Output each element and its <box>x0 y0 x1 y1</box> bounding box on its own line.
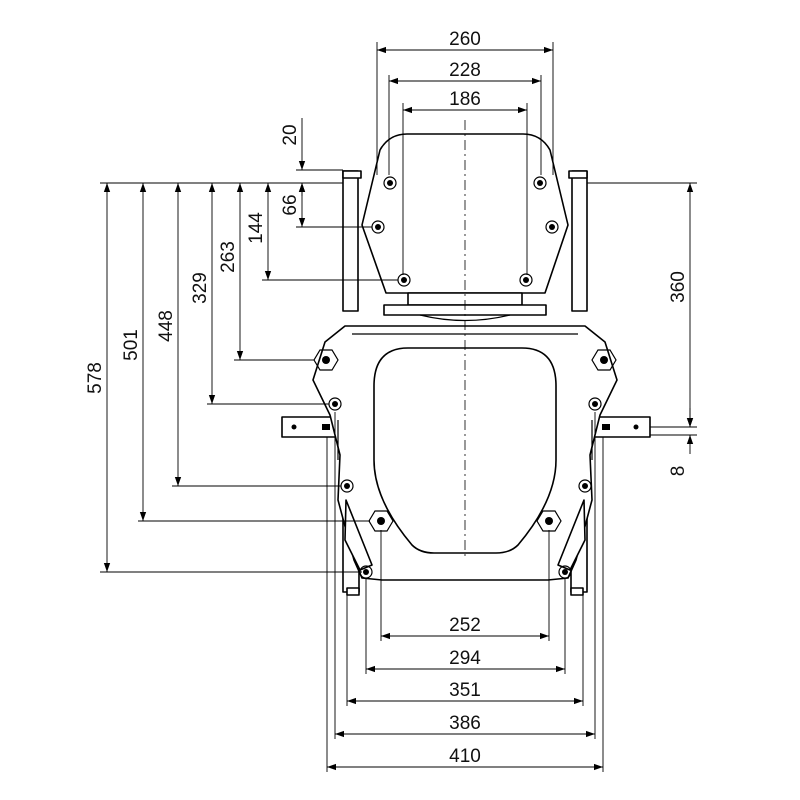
dim-left-448: 448 <box>156 183 341 487</box>
top-plate-holes <box>371 176 559 287</box>
dim-left-20: 20 <box>280 118 343 196</box>
right-tab-slot <box>602 424 610 430</box>
dim-label-263: 263 <box>218 241 239 273</box>
dim-left-501: 501 <box>121 183 370 522</box>
dim-label-410: 410 <box>449 746 481 767</box>
dim-left-329: 329 <box>190 183 329 405</box>
right-upper-guide <box>571 170 588 312</box>
dim-right-360: 360 <box>587 182 697 436</box>
dim-label-351: 351 <box>449 680 481 701</box>
dim-label-448: 448 <box>156 310 177 342</box>
dim-label-252: 252 <box>449 615 481 636</box>
right-tab-hole <box>633 424 639 430</box>
dim-label-66: 66 <box>280 194 301 215</box>
dim-right-8: 8 <box>668 408 694 477</box>
left-guide-cap <box>342 170 362 179</box>
dim-label-329: 329 <box>190 272 211 304</box>
hex-bolt-icon <box>536 510 562 532</box>
dim-left-144: 144 <box>246 183 398 281</box>
right-side-arm <box>557 499 586 571</box>
central-opening <box>373 347 557 554</box>
dim-label-294: 294 <box>449 648 481 669</box>
dim-label-20: 20 <box>280 124 301 145</box>
hole-icon <box>519 273 533 287</box>
dim-bottom-386: 386 <box>334 412 596 739</box>
dimensions: 260 228 186 252 294 351 <box>85 29 697 772</box>
left-side-arm <box>344 499 373 571</box>
dim-label-144: 144 <box>246 212 267 244</box>
dim-left-263: 263 <box>218 183 314 361</box>
left-tab-hole <box>291 424 297 430</box>
right-rail-foot <box>570 587 584 596</box>
hole-icon <box>533 176 547 190</box>
dim-top-186: 186 <box>402 89 528 275</box>
dim-top-260: 260 <box>376 29 554 175</box>
dim-top-228: 228 <box>388 60 542 175</box>
hole-icon <box>383 176 397 190</box>
hex-bolt-icon <box>591 349 617 371</box>
dim-label-578: 578 <box>85 362 106 394</box>
dim-bottom-410: 410 <box>326 437 604 772</box>
dim-label-8: 8 <box>668 466 689 477</box>
dim-bottom-351: 351 <box>346 595 584 706</box>
dim-label-501: 501 <box>121 329 142 361</box>
dim-label-228: 228 <box>449 60 481 81</box>
dim-bottom-294: 294 <box>365 578 566 674</box>
right-guide-cap <box>568 170 588 179</box>
dim-label-260: 260 <box>449 29 481 50</box>
dim-label-386: 386 <box>449 713 481 734</box>
top-mounting-plate <box>361 133 569 294</box>
dim-label-360: 360 <box>668 271 689 303</box>
left-tab-slot <box>322 424 330 430</box>
hole-icon <box>578 479 592 493</box>
hole-icon <box>588 397 602 411</box>
dim-label-186: 186 <box>449 89 481 110</box>
dim-bottom-252: 252 <box>380 530 550 641</box>
hole-icon <box>545 220 559 234</box>
left-rail-foot <box>346 587 360 596</box>
left-upper-guide <box>342 170 359 312</box>
